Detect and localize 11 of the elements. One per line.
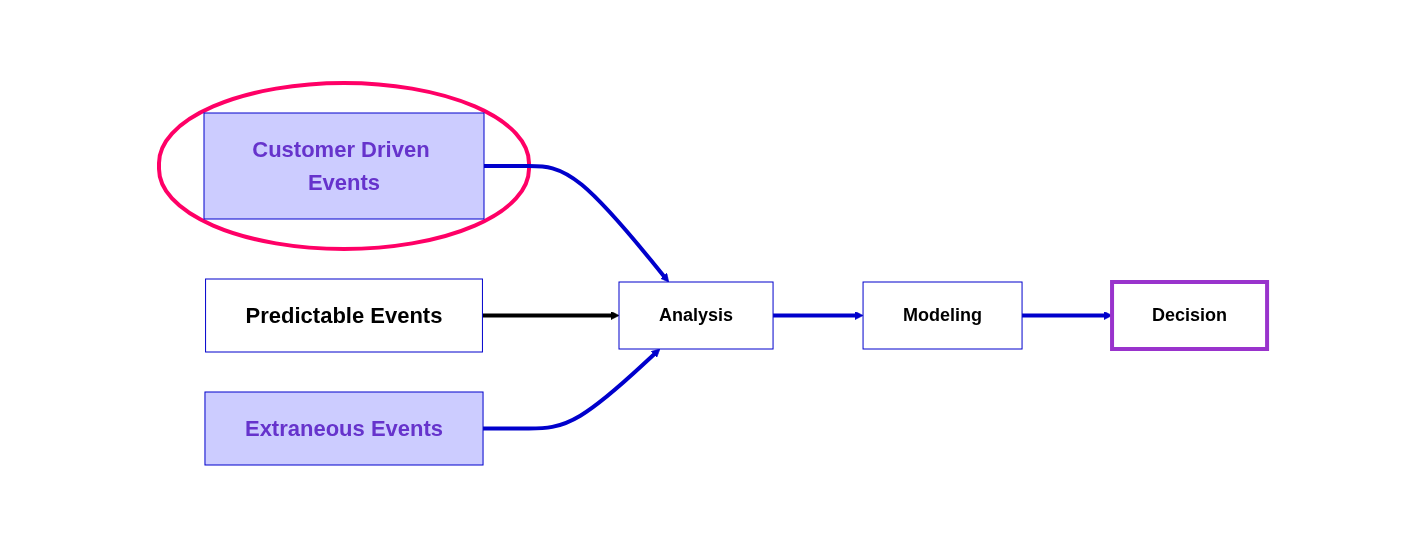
cluster [157,81,532,251]
node-box: Decision [1110,280,1270,351]
arrow [484,164,670,283]
arrow [482,311,620,320]
node-box: Extraneous Events [204,391,484,466]
arrow [773,311,864,320]
node-box: Predictable Events [205,278,484,353]
node-box: Modeling [863,281,1023,350]
node-box: Analysis [618,281,774,350]
node-box: Customer Driven Events [203,112,485,220]
arrow [483,348,661,431]
